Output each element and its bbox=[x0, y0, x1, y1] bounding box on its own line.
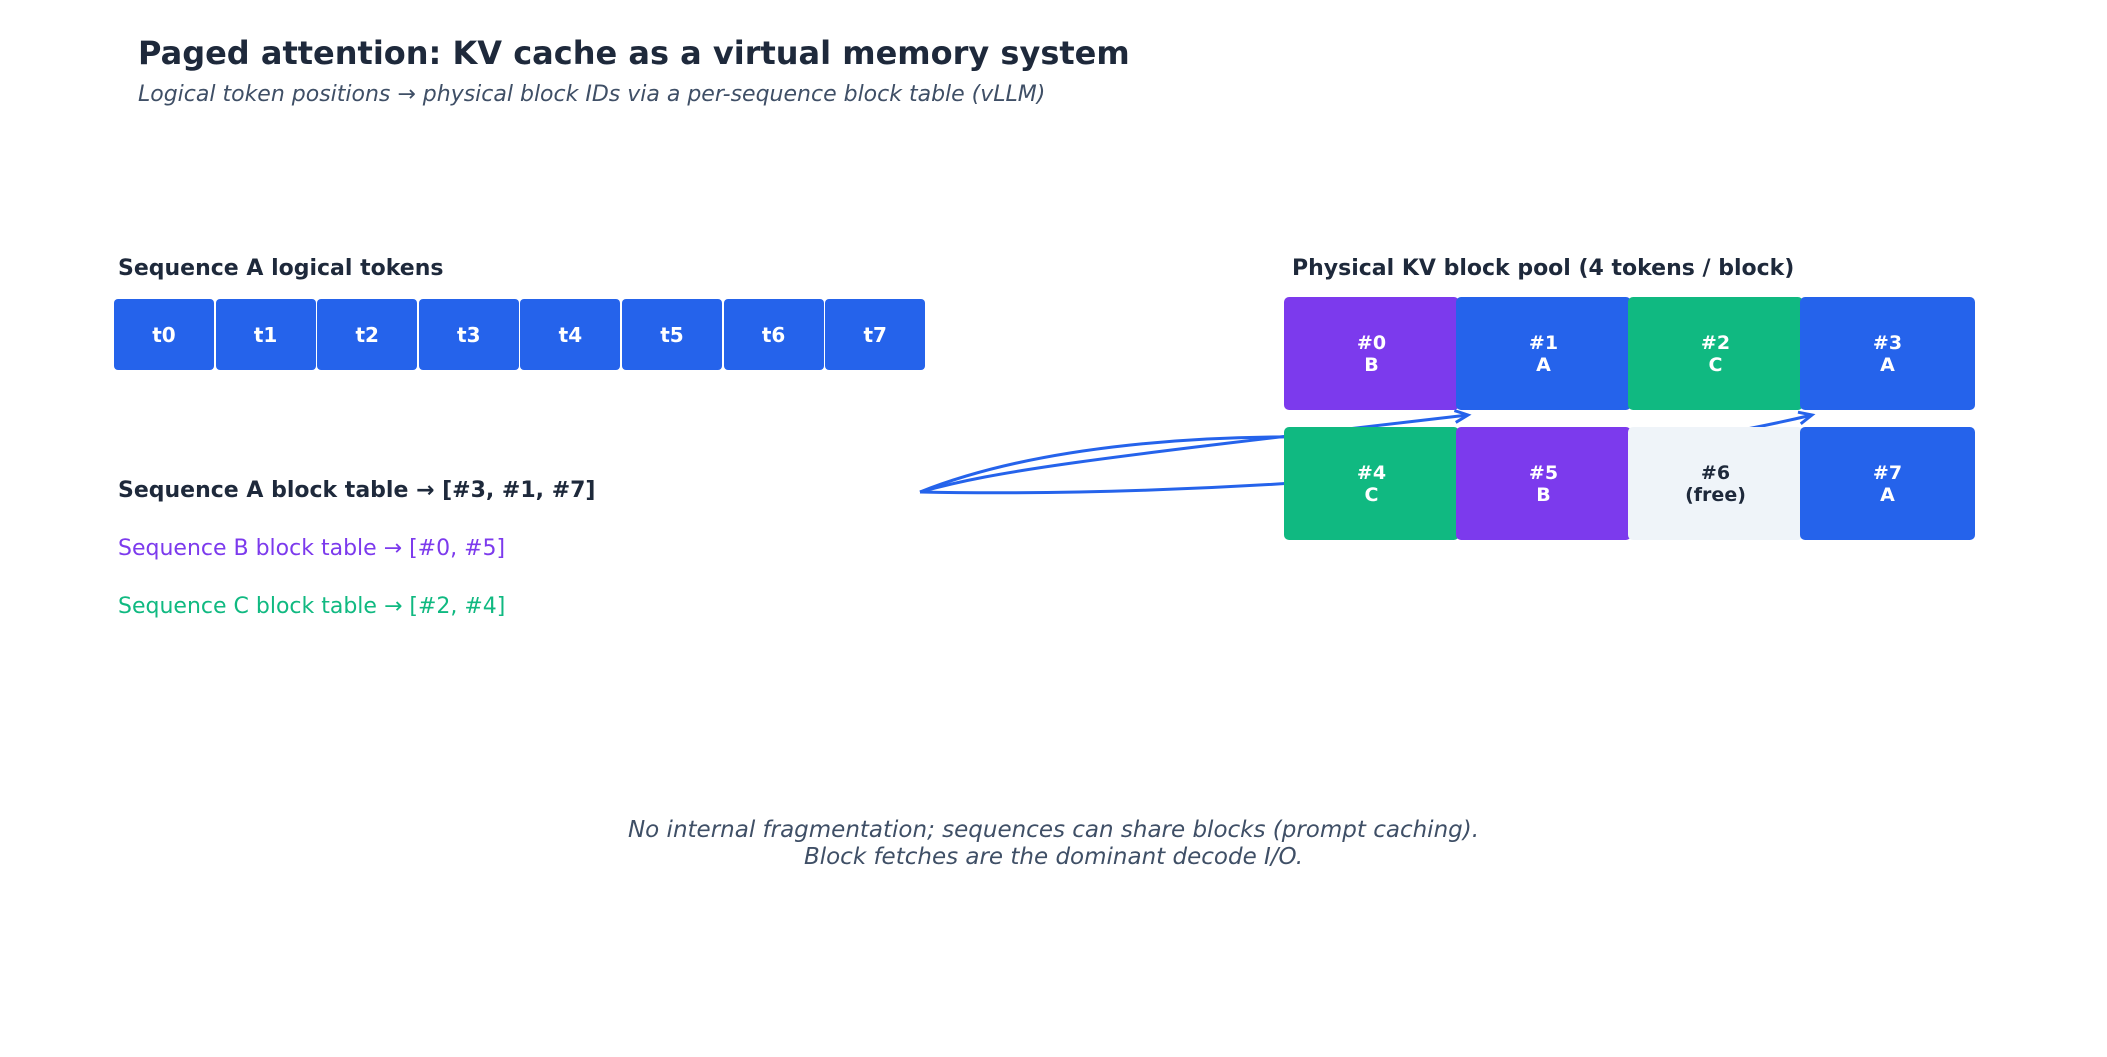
footnote-line-2: Block fetches are the dominant decode I/… bbox=[803, 844, 1304, 870]
block-6: #6(free) bbox=[1628, 427, 1803, 540]
block-id: #2 bbox=[1700, 331, 1731, 354]
block-id: #1 bbox=[1528, 331, 1559, 354]
token-t1: t1 bbox=[215, 299, 316, 370]
block-owner: A bbox=[1880, 483, 1895, 506]
block-owner: C bbox=[1364, 483, 1379, 506]
token-t2: t2 bbox=[317, 299, 418, 370]
token-t3: t3 bbox=[418, 299, 519, 370]
block-owner: A bbox=[1880, 353, 1895, 376]
block-table-line: Sequence A block table → [#3, #1, #7] bbox=[118, 478, 596, 503]
page-title: Paged attention: KV cache as a virtual m… bbox=[138, 34, 1130, 72]
block-owner: B bbox=[1364, 353, 1379, 376]
footnote-line-1: No internal fragmentation; sequences can… bbox=[627, 817, 1480, 843]
block-id: #6 bbox=[1700, 461, 1731, 484]
block-id: #4 bbox=[1356, 461, 1387, 484]
block-owner: A bbox=[1536, 353, 1551, 376]
block-id: #5 bbox=[1528, 461, 1559, 484]
token-t0: t0 bbox=[114, 299, 214, 370]
block-id: #3 bbox=[1872, 331, 1903, 354]
block-owner: (free) bbox=[1685, 483, 1746, 506]
block-pool-label: Physical KV block pool (4 tokens / block… bbox=[1292, 256, 1795, 281]
block-owner: B bbox=[1536, 483, 1551, 506]
block-table-line: Sequence C block table → [#2, #4] bbox=[118, 594, 506, 619]
token-t7: t7 bbox=[825, 299, 926, 370]
token-t4: t4 bbox=[520, 299, 621, 370]
arrowhead-3 bbox=[1797, 410, 1816, 426]
block-id: #0 bbox=[1356, 331, 1387, 354]
block-owner: C bbox=[1708, 353, 1723, 376]
arrowhead-1 bbox=[1453, 409, 1472, 424]
token-t5: t5 bbox=[622, 299, 722, 370]
page-subtitle: Logical token positions → physical block… bbox=[138, 82, 1046, 107]
block-table-line: Sequence B block table → [#0, #5] bbox=[118, 536, 506, 561]
token-t6: t6 bbox=[723, 299, 824, 370]
logical-tokens-label: Sequence A logical tokens bbox=[118, 256, 444, 281]
block-id: #7 bbox=[1872, 461, 1903, 484]
